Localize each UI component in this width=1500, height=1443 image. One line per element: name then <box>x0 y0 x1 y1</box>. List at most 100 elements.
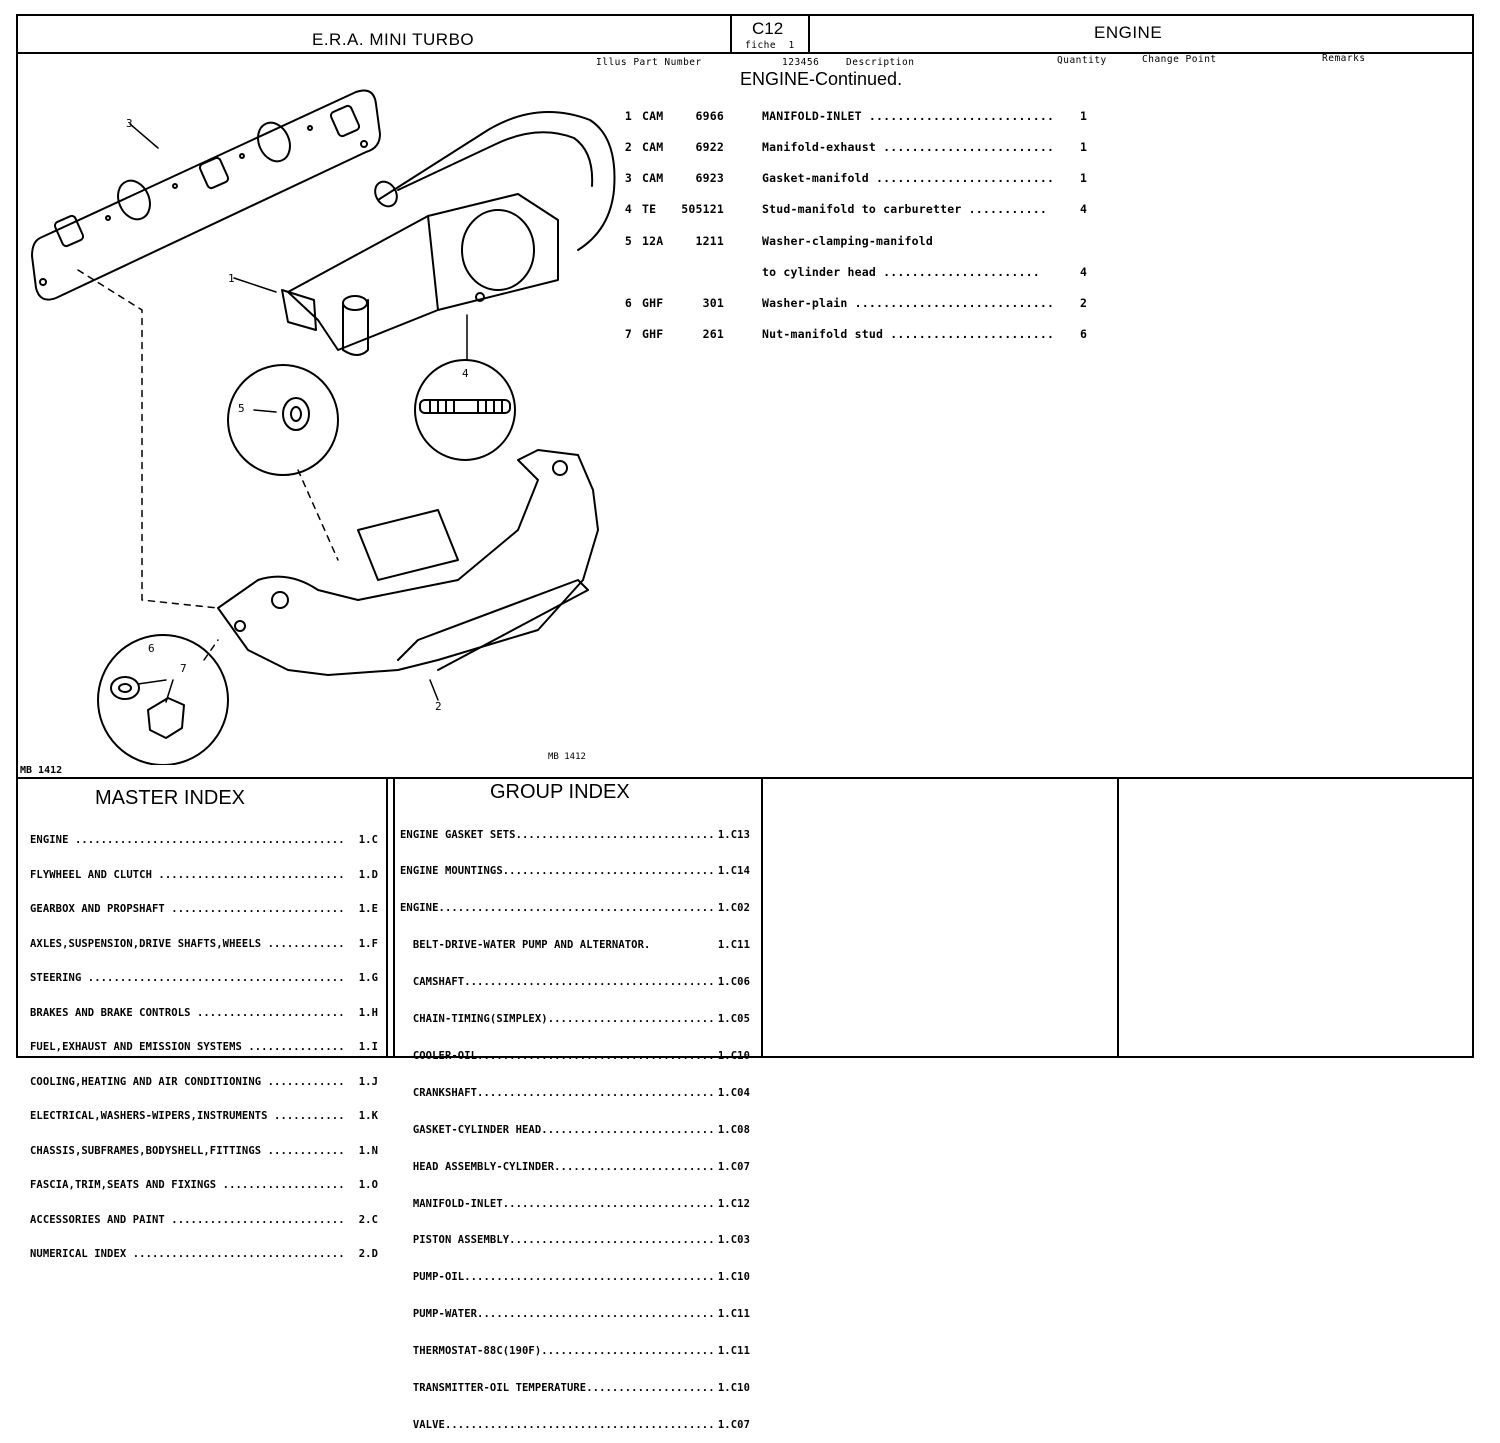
part-illus: 4 <box>624 202 632 217</box>
index-item-label: ELECTRICAL,WASHERS-WIPERS,INSTRUMENTS ..… <box>30 1111 345 1122</box>
index-divider-4 <box>1117 777 1119 1057</box>
master-index-item-engine[interactable]: ENGINE .................................… <box>30 834 378 847</box>
group-index-item[interactable]: CAMSHAFT................................… <box>400 976 750 988</box>
callout-6: 6 <box>148 642 155 655</box>
part-number: 505121 <box>681 202 724 217</box>
group-index-item[interactable]: GASKET-CYLINDER HEAD....................… <box>400 1124 750 1136</box>
group-index-item[interactable]: PUMP-OIL................................… <box>400 1271 750 1283</box>
index-item-label: ENGINE..................................… <box>400 902 714 915</box>
master-index-item-axles[interactable]: AXLES,SUSPENSION,DRIVE SHAFTS,WHEELS ...… <box>30 938 378 951</box>
callout-7: 7 <box>180 662 187 675</box>
nut-detail-circle <box>97 634 229 765</box>
col-illus-part: Illus Part Number <box>596 57 702 68</box>
part-illus: 6 <box>624 296 632 311</box>
index-item-ref: 1.C10 <box>717 1049 750 1062</box>
part-number: 1211 <box>695 233 724 248</box>
index-item-ref: 2.D <box>358 1248 378 1260</box>
master-index-item-cooling[interactable]: COOLING,HEATING AND AIR CONDITIONING ...… <box>30 1076 378 1089</box>
index-item-label: BELT-DRIVE-WATER PUMP AND ALTERNATOR. <box>400 939 651 952</box>
group-index-item[interactable]: BELT-DRIVE-WATER PUMP AND ALTERNATOR.1.C… <box>400 939 750 951</box>
part-illus: 7 <box>624 327 632 342</box>
index-item-label: PISTON ASSEMBLY.........................… <box>400 1234 714 1247</box>
master-index-item-chassis[interactable]: CHASSIS,SUBFRAMES,BODYSHELL,FITTINGS ...… <box>30 1145 378 1158</box>
index-item-ref: 1.C08 <box>717 1123 750 1136</box>
fiche-label: fiche 1 <box>745 40 795 51</box>
group-index-list: ENGINE GASKET SETS......................… <box>400 804 750 1443</box>
master-index-item-brakes[interactable]: BRAKES AND BRAKE CONTROLS ..............… <box>30 1007 378 1020</box>
washer-plain-drawing <box>110 676 140 700</box>
index-item-label: PUMP-OIL................................… <box>400 1271 714 1284</box>
group-index-item[interactable]: PUMP-WATER..............................… <box>400 1308 750 1320</box>
index-item-ref: 1.C04 <box>717 1086 750 1099</box>
header-divider-right <box>808 14 810 54</box>
master-index-item-gearbox[interactable]: GEARBOX AND PROPSHAFT ..................… <box>30 903 378 916</box>
col-digits: 123456 <box>782 57 820 68</box>
index-divider-3 <box>761 777 763 1057</box>
master-index-item-electrical[interactable]: ELECTRICAL,WASHERS-WIPERS,INSTRUMENTS ..… <box>30 1110 378 1123</box>
index-item-label: BRAKES AND BRAKE CONTROLS ..............… <box>30 1007 345 1019</box>
index-item-ref: 1.C11 <box>717 1308 750 1321</box>
index-item-ref: 1.O <box>358 1179 378 1191</box>
index-item-ref: 1.C03 <box>717 1234 750 1247</box>
washer-clamping-drawing <box>282 397 310 431</box>
master-index-item-numerical[interactable]: NUMERICAL INDEX ........................… <box>30 1248 378 1261</box>
exhaust-manifold-drawing <box>217 449 599 676</box>
index-item-label: CHAIN-TIMING(SIMPLEX)...................… <box>400 1013 714 1026</box>
part-illus: 5 <box>624 233 632 248</box>
part-prefix: CAM <box>642 108 664 123</box>
index-item-label: THERMOSTAT-88C(190F)....................… <box>400 1345 714 1358</box>
part-qty: 1 <box>1080 171 1088 186</box>
group-index-item[interactable]: HEAD ASSEMBLY-CYLINDER..................… <box>400 1161 750 1173</box>
master-index-item-flywheel[interactable]: FLYWHEEL AND CLUTCH ....................… <box>30 868 378 882</box>
master-index-item-fuel[interactable]: FUEL,EXHAUST AND EMISSION SYSTEMS ......… <box>30 1041 378 1054</box>
group-index-item[interactable]: THERMOSTAT-88C(190F)....................… <box>400 1345 750 1357</box>
group-index-item[interactable]: TRANSMITTER-OIL TEMPERATURE.............… <box>400 1382 750 1394</box>
master-index-item-steering[interactable]: STEERING ...............................… <box>30 972 378 985</box>
master-index-item-accessories[interactable]: ACCESSORIES AND PAINT ..................… <box>30 1213 378 1227</box>
part-prefix: 12A <box>642 233 664 248</box>
group-index-item[interactable]: ENGINE GASKET SETS......................… <box>400 829 750 841</box>
index-item-label: GASKET-CYLINDER HEAD....................… <box>400 1123 714 1136</box>
group-index-item[interactable]: PISTON ASSEMBLY.........................… <box>400 1234 750 1246</box>
index-item-label: ENGINE .................................… <box>30 835 345 846</box>
part-qty: 2 <box>1080 296 1088 311</box>
group-index-item[interactable]: MANIFOLD-INLET..........................… <box>400 1198 750 1210</box>
index-item-ref: 1.C05 <box>717 1013 750 1026</box>
master-index-item-fascia[interactable]: FASCIA,TRIM,SEATS AND FIXINGS ..........… <box>30 1179 378 1192</box>
group-index-item[interactable]: VALVE...................................… <box>400 1419 750 1431</box>
index-item-ref: 1.K <box>358 1110 378 1122</box>
index-item-label: NUMERICAL INDEX ........................… <box>30 1249 345 1260</box>
part-prefix: TE <box>642 202 657 217</box>
gasket-manifold-drawing <box>31 89 381 301</box>
part-number: 6923 <box>695 171 724 186</box>
index-divider-1 <box>386 777 388 1057</box>
col-description: Description <box>846 57 915 68</box>
group-index-item[interactable]: ENGINE..................................… <box>400 902 750 914</box>
group-index-item[interactable]: CRANKSHAFT..............................… <box>400 1087 750 1099</box>
section-title: ENGINE <box>1094 23 1163 42</box>
stud-detail-circle <box>414 359 516 461</box>
part-number <box>672 267 724 277</box>
index-item-label: ENGINE MOUNTINGS........................… <box>400 865 714 878</box>
index-item-ref: 1.C13 <box>717 828 750 841</box>
part-number: 6922 <box>695 140 724 155</box>
index-item-ref: 1.I <box>358 1041 378 1053</box>
nut-drawing <box>147 697 185 739</box>
index-item-ref: 2.C <box>358 1213 378 1226</box>
part-illus: 2 <box>624 140 632 155</box>
part-number: 6966 <box>695 108 724 123</box>
index-divider-2 <box>393 777 395 1057</box>
part-prefix: GHF <box>642 327 664 342</box>
part-qty: 4 <box>1080 202 1088 217</box>
index-item-ref: 1.D <box>358 868 378 881</box>
group-index-item[interactable]: CHAIN-TIMING(SIMPLEX)...................… <box>400 1013 750 1025</box>
part-illus: 1 <box>624 108 632 123</box>
group-index-item[interactable]: COOLER-OIL..............................… <box>400 1050 750 1062</box>
col-quantity: Quantity <box>1057 55 1107 66</box>
exploded-diagram <box>31 89 616 765</box>
group-index-item[interactable]: ENGINE MOUNTINGS........................… <box>400 865 750 877</box>
index-item-label: TRANSMITTER-OIL TEMPERATURE.............… <box>400 1381 714 1394</box>
